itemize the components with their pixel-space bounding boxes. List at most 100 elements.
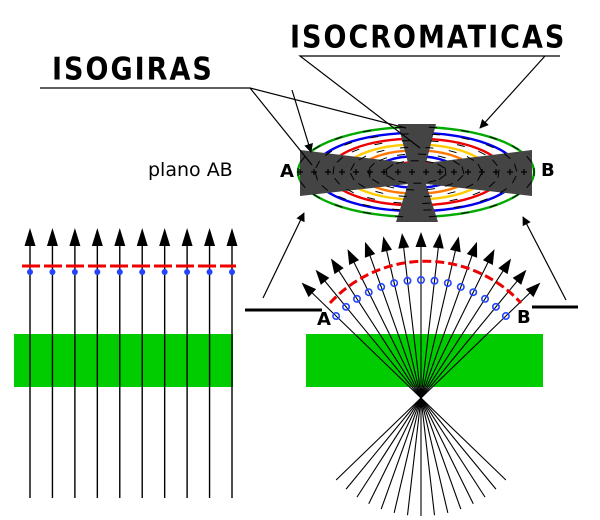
axis-plus-mark: [451, 169, 457, 175]
vibration-tick: [379, 157, 388, 161]
isochromes-leader-arrow: [479, 55, 546, 129]
figure-point-b-label: B: [541, 160, 555, 181]
wavefront-dot: [184, 269, 191, 275]
vibration-tick: [338, 195, 346, 200]
vibration-tick: [346, 188, 354, 194]
wavefront-dot: [342, 302, 351, 311]
isogyres-leader-2: [249, 87, 407, 129]
vibration-tick: [372, 178, 380, 184]
parallel-ray-arrowhead: [114, 228, 126, 246]
axis-plus-mark: [339, 169, 345, 175]
vibration-tick: [489, 136, 498, 140]
vibration-tick: [398, 195, 407, 198]
vibration-tick: [357, 183, 366, 188]
convergent-ray-arrowhead: [525, 282, 541, 298]
isochromes-label: ISOCROMATICAS: [290, 19, 567, 56]
vibration-tick: [427, 180, 436, 183]
vibration-tick: [492, 159, 498, 167]
parallel-ray-arrowhead: [46, 228, 58, 246]
vibration-tick: [486, 144, 494, 149]
vibration-tick: [461, 166, 465, 175]
wavefront-dot: [377, 282, 386, 291]
wavefront-dot: [456, 282, 465, 291]
vibration-tick: [472, 191, 481, 196]
parallel-ray-arrowhead: [204, 228, 216, 246]
interference-figure: [40, 55, 560, 222]
vibration-tick: [456, 144, 465, 148]
vibration-tick: [362, 129, 372, 133]
vibration-tick: [526, 155, 533, 163]
vibration-tick: [387, 175, 395, 181]
vibration-tick: [400, 146, 409, 149]
wavefront-dot: [352, 294, 361, 303]
wavefront-dot: [49, 269, 56, 275]
axis-plus-mark: [395, 169, 401, 175]
vibration-tick: [398, 180, 407, 184]
vibration-tick: [431, 133, 440, 136]
vibration-tick: [358, 155, 367, 161]
vibration-tick: [465, 183, 474, 189]
vibration-tick: [477, 163, 483, 172]
wavefront-dot: [161, 269, 168, 275]
isogyres-label: ISOGIRAS: [52, 51, 214, 88]
axis-plus-mark: [297, 169, 303, 175]
wavefront-dot: [491, 302, 500, 311]
convergent-ray-arrowhead: [315, 269, 330, 285]
vibration-tick: [511, 175, 517, 184]
convergent-ray-arrowhead: [498, 258, 512, 275]
wavefront-dot: [27, 269, 33, 275]
crystal-plate-right: [306, 334, 543, 387]
vibration-tick: [489, 204, 498, 208]
parallel-ray-arrowhead: [181, 228, 193, 246]
vibration-tick: [449, 198, 458, 202]
convergent-ray-arrowhead: [466, 241, 478, 258]
vibration-tick: [499, 188, 507, 194]
vibration-tick: [503, 153, 511, 160]
axis-plus-mark: [479, 169, 485, 175]
parallel-ray-arrowhead: [69, 228, 81, 246]
figure-point-a-label: A: [280, 161, 294, 182]
vibration-tick: [334, 177, 340, 185]
axis-plus-mark: [507, 169, 513, 175]
vibration-tick: [334, 136, 343, 140]
isogyres-leader-arrow: [291, 89, 313, 153]
isogyres-leader: [40, 87, 313, 166]
axis-plus-mark: [423, 169, 429, 175]
axis-plus-mark: [311, 169, 317, 175]
vibration-tick: [313, 145, 321, 151]
vibration-tick: [299, 155, 306, 163]
wavefront-dot: [206, 269, 213, 275]
vibration-tick: [526, 181, 533, 189]
axis-plus-mark: [409, 169, 415, 175]
wavefront-dot: [469, 288, 478, 297]
vibration-tick: [392, 208, 401, 211]
vibration-tick: [488, 181, 496, 188]
parallel-ray-arrowhead: [24, 228, 36, 246]
vibration-tick: [425, 146, 434, 149]
convergent-ray-arrowhead: [347, 249, 360, 266]
axis-plus-mark: [437, 169, 443, 175]
vibration-tick: [511, 193, 519, 199]
vibration-tick: [344, 142, 353, 146]
vibration-tick: [461, 137, 470, 141]
axis-plus-mark: [367, 169, 373, 175]
parallel-rays: [24, 228, 238, 498]
convergent-ray-arrowhead: [482, 249, 495, 266]
vibration-tick: [386, 185, 395, 189]
wavefront-dot: [501, 312, 510, 321]
isochromes-leader: [298, 55, 560, 149]
wavefront-dot: [116, 269, 123, 275]
crystal-plate-left: [14, 334, 233, 387]
vibration-tick: [351, 148, 360, 153]
vibration-tick: [332, 166, 335, 175]
vibration-tick: [325, 150, 333, 156]
projection-arrow-b: [522, 216, 567, 301]
vibration-tick: [321, 184, 329, 191]
wavefront-arc-right: [328, 259, 523, 305]
convergent-ray-arrowhead: [381, 236, 393, 253]
vibration-tick: [374, 142, 383, 146]
vibration-tick: [444, 183, 453, 187]
convergent-ray-arrowhead: [415, 232, 427, 247]
vibration-tick: [448, 150, 457, 154]
